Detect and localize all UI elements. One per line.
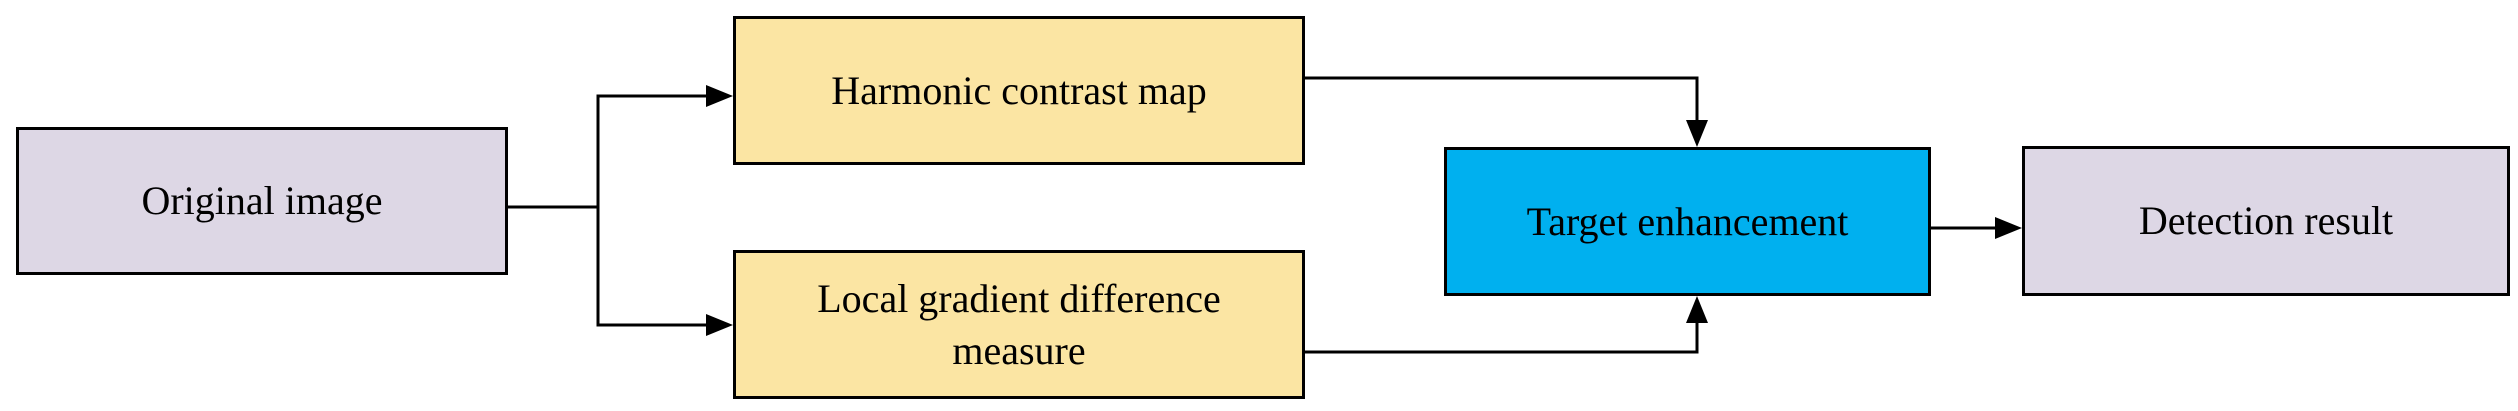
connector-harmonic-to-target [1305, 76, 1699, 126]
node-original-image: Original image [16, 127, 508, 275]
node-detection-result-label: Detection result [2138, 198, 2394, 243]
connector-original-to-harmonic [508, 94, 712, 209]
arrowhead-target-top [1686, 120, 1708, 147]
node-original-image-label: Original image [141, 178, 383, 223]
node-local-gradient-difference-measure: Local gradient difference measure [733, 250, 1305, 399]
connector-lgdm-to-target [1305, 318, 1699, 354]
node-target-enhancement: Target enhancement [1444, 147, 1931, 296]
connector-original-to-lgdm [596, 207, 712, 327]
node-target-enhancement-label: Target enhancement [1526, 198, 1849, 244]
arrowhead-detection [1995, 217, 2022, 239]
node-lgdm-label-line1: Local gradient difference [817, 275, 1221, 321]
node-harmonic-contrast-map: Harmonic contrast map [733, 16, 1305, 165]
node-detection-result: Detection result [2022, 146, 2510, 296]
arrowhead-harmonic [706, 85, 733, 107]
node-lgdm-label-line2: measure [952, 327, 1086, 373]
arrowhead-lgdm [706, 314, 733, 336]
arrowhead-target-bottom [1686, 296, 1708, 323]
node-harmonic-contrast-map-label: Harmonic contrast map [831, 67, 1207, 113]
